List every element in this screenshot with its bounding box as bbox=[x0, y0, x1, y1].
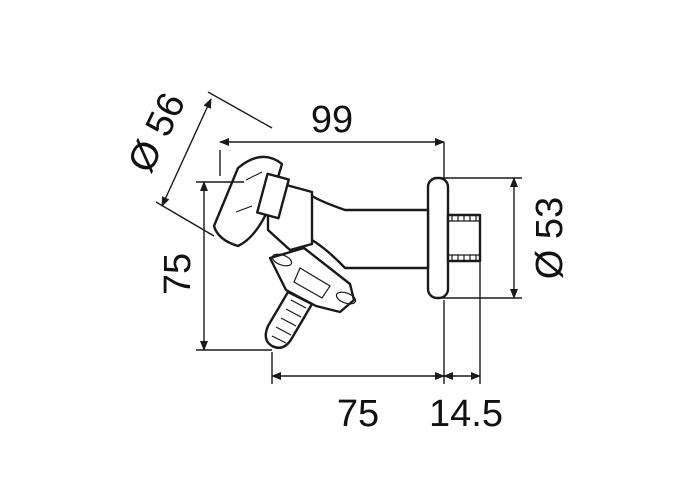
wall-rose bbox=[426, 176, 450, 300]
dimension-bottom-offsets: 75 14.5 bbox=[271, 262, 503, 435]
dim-label-rose-depth: 14.5 bbox=[429, 393, 503, 435]
dim-label-flange-diameter: Ø 56 bbox=[120, 87, 194, 179]
dim-label-outlet-offset: 75 bbox=[337, 393, 379, 435]
dimension-outlet-height: 75 bbox=[157, 181, 272, 351]
dimension-wall-rose-diameter: Ø 53 bbox=[440, 177, 571, 299]
hose-tail bbox=[264, 290, 314, 349]
valve-stem bbox=[255, 172, 291, 220]
dim-label-overall-length: 99 bbox=[311, 99, 353, 141]
faucet-body bbox=[212, 155, 482, 349]
dim-label-wall-rose-diameter: Ø 53 bbox=[529, 197, 571, 279]
threaded-nipple bbox=[446, 213, 482, 263]
dimension-overall-length: 99 bbox=[219, 99, 445, 178]
dim-label-outlet-height: 75 bbox=[157, 253, 199, 295]
